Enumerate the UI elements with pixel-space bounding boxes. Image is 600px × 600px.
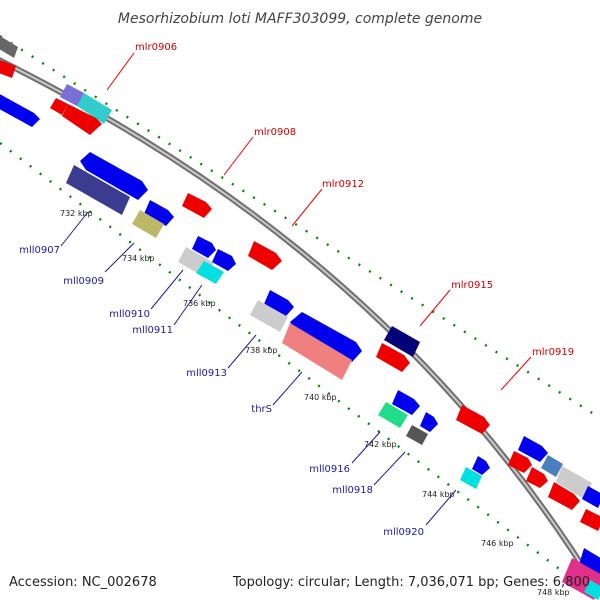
gene-arrow[interactable] [62, 104, 102, 135]
gene-label[interactable]: mlr0908 [254, 127, 296, 138]
leader-line [223, 136, 254, 176]
position-tick-labels: 732 kbp 734 kbp 736 kbp 738 kbp 740 kbp … [60, 209, 570, 597]
gene-arrow[interactable] [392, 390, 420, 415]
gene-arrow[interactable] [541, 455, 563, 477]
gene-arrow[interactable] [192, 236, 216, 258]
gene-labels-forward: mlr0906 mlr0908 mlr0912 mlr0915 mlr0919 [135, 42, 574, 358]
gene-arrow[interactable] [420, 412, 438, 432]
gene-label[interactable]: mll0907 [19, 245, 60, 256]
tick-label: 738 kbp [245, 346, 278, 355]
gene-arrow[interactable] [384, 326, 420, 357]
gene-arrow[interactable] [60, 84, 84, 106]
tick-label: 736 kbp [183, 299, 216, 308]
gene-arrow[interactable] [196, 261, 224, 284]
gene-label[interactable]: mll0918 [332, 485, 373, 496]
gene-label[interactable]: mlr0912 [322, 179, 364, 190]
leader-line [106, 52, 135, 91]
leader-line [500, 356, 532, 391]
leader-lines [60, 52, 532, 526]
gene-arrow[interactable] [80, 152, 148, 200]
gene-arrow[interactable] [376, 343, 410, 372]
accession-text: Accession: NC_002678 [9, 575, 157, 590]
gene-label[interactable]: mlr0919 [532, 347, 574, 358]
leader-line [272, 371, 303, 406]
gene-arrow[interactable] [132, 210, 164, 238]
dotted-track-lower [0, 142, 600, 600]
leader-line [425, 489, 457, 526]
genome-summary-text: Topology: circular; Length: 7,036,071 bp… [232, 575, 590, 590]
gene-arrow[interactable] [212, 249, 236, 271]
gene-arrow[interactable] [144, 200, 174, 226]
gene-arrow[interactable] [290, 312, 362, 362]
leader-line [227, 334, 257, 369]
dotted-track-lines [0, 34, 600, 600]
tick-label: 732 kbp [60, 209, 93, 218]
leader-line [173, 284, 203, 326]
genes-forward [0, 36, 600, 531]
gene-arrow[interactable] [378, 402, 408, 428]
gene-arrow[interactable] [282, 323, 352, 380]
gene-arrow[interactable] [0, 60, 16, 78]
gene-arrow[interactable] [508, 451, 532, 473]
leader-line [150, 269, 184, 310]
gene-arrow[interactable] [580, 509, 600, 531]
gene-arrow[interactable] [584, 580, 600, 600]
gene-arrow[interactable] [548, 482, 580, 510]
leader-line [60, 211, 89, 247]
leader-line [291, 188, 323, 227]
gene-arrow[interactable] [182, 193, 212, 218]
gene-label[interactable]: mll0913 [186, 368, 227, 379]
gene-arrow[interactable] [66, 165, 130, 215]
leader-line [419, 289, 451, 327]
tick-label: 746 kbp [481, 539, 514, 548]
leader-line [104, 242, 135, 273]
genes-reverse [66, 152, 600, 600]
gene-label[interactable]: thrS [251, 404, 272, 415]
gene-arrow[interactable] [264, 290, 294, 316]
gene-arrow[interactable] [77, 93, 112, 124]
gene-arrow[interactable] [456, 405, 490, 434]
gene-arrow[interactable] [50, 98, 68, 115]
tick-label: 734 kbp [122, 254, 155, 263]
tick-label: 748 kbp [537, 588, 570, 597]
gene-arrow[interactable] [406, 425, 428, 445]
gene-label[interactable]: mll0920 [383, 527, 424, 538]
leader-line [373, 451, 406, 486]
gene-arrow[interactable] [556, 466, 592, 499]
gene-labels-reverse: mll0907 mll0909 mll0910 mll0911 mll0913 … [19, 245, 424, 538]
gene-label[interactable]: mll0916 [309, 464, 350, 475]
gene-arrow[interactable] [248, 241, 282, 270]
gene-label[interactable]: mll0910 [109, 309, 150, 320]
leader-line [351, 431, 381, 464]
gene-arrow[interactable] [0, 92, 40, 127]
dotted-track-upper [0, 34, 600, 420]
gene-arrow[interactable] [250, 300, 288, 332]
gene-arrow[interactable] [472, 456, 490, 475]
gene-arrow[interactable] [582, 486, 600, 508]
gene-label[interactable]: mll0911 [132, 325, 173, 336]
tick-label: 742 kbp [364, 440, 397, 449]
tick-label: 744 kbp [422, 490, 455, 499]
gene-label[interactable]: mll0909 [63, 276, 104, 287]
gene-label[interactable]: mlr0915 [451, 280, 493, 291]
gene-arrow[interactable] [526, 467, 548, 488]
map-title: Mesorhizobium loti MAFF303099, complete … [118, 11, 482, 27]
tick-label: 740 kbp [304, 393, 337, 402]
gene-label[interactable]: mlr0906 [135, 42, 177, 53]
gene-arrow[interactable] [0, 36, 18, 58]
gene-arrow[interactable] [518, 436, 548, 462]
gene-arrow[interactable] [460, 467, 482, 489]
